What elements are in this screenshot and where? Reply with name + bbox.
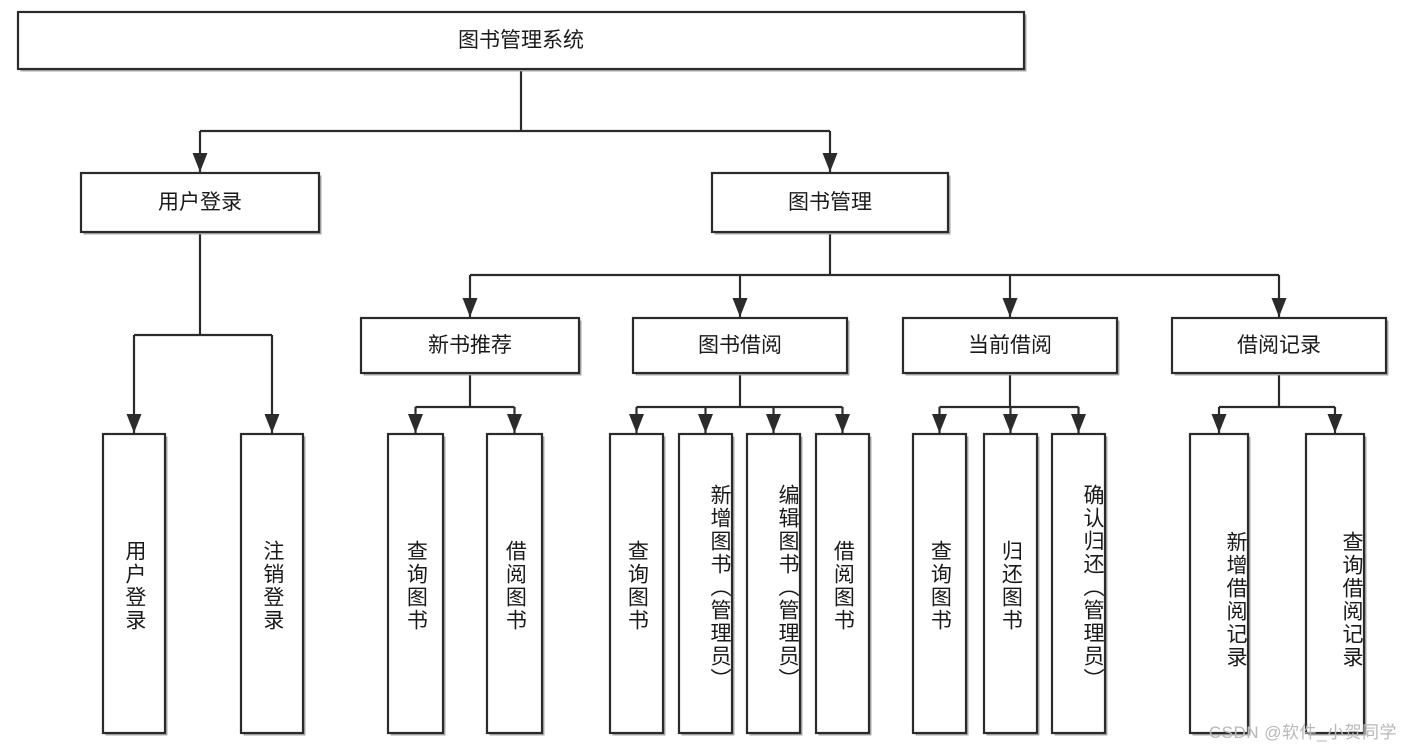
node-level3-2[interactable] [901, 316, 1120, 376]
arrow-head-icon [698, 414, 713, 433]
node-leaf-5[interactable] [677, 432, 735, 736]
node-level2-0[interactable] [79, 171, 322, 235]
node-leaf-2[interactable] [386, 432, 446, 736]
node-leaf-8[interactable] [911, 432, 969, 736]
connectors-layer [126, 71, 1343, 433]
arrow-head-icon [1003, 414, 1018, 433]
node-leaf-7[interactable] [814, 432, 872, 736]
arrow-head-icon [1271, 298, 1287, 317]
node-leaf-1[interactable] [239, 432, 306, 736]
arrow-head-icon [732, 298, 748, 317]
node-leaf-11[interactable] [1188, 432, 1251, 736]
arrow-head-icon [192, 153, 208, 172]
node-leaf-0[interactable] [101, 432, 168, 736]
node-level3-0[interactable] [359, 316, 582, 376]
node-level3-label-1: 图书借阅 [698, 334, 782, 357]
node-root-label: 图书管理系统 [458, 29, 584, 52]
csdn-watermark: CSDN @软件_小贺同学 [1208, 723, 1397, 742]
arrow-head-icon [629, 414, 644, 433]
arrow-head-icon [766, 414, 781, 433]
arrow-head-icon [822, 153, 838, 172]
node-leaf-6[interactable] [745, 432, 803, 736]
node-leaf-3[interactable] [485, 432, 545, 736]
arrow-head-icon [507, 414, 522, 433]
arrow-head-icon [462, 298, 478, 317]
node-level3-1[interactable] [631, 316, 850, 376]
node-level2-label-1: 图书管理 [788, 191, 872, 214]
node-level3-3[interactable] [1170, 316, 1389, 376]
arrow-head-icon [1071, 414, 1086, 433]
arrow-head-icon [1211, 414, 1227, 433]
arrow-head-icon [1327, 414, 1343, 433]
node-leaf-9[interactable] [982, 432, 1040, 736]
arrow-head-icon [126, 414, 142, 433]
arrow-head-icon [408, 414, 423, 433]
node-root[interactable] [16, 10, 1027, 72]
node-leaf-12[interactable] [1304, 432, 1367, 736]
node-level2-1[interactable] [710, 171, 951, 235]
node-leaf-4[interactable] [608, 432, 666, 736]
node-level2-label-0: 用户登录 [158, 191, 242, 214]
arrow-head-icon [1002, 298, 1018, 317]
arrow-head-icon [932, 414, 947, 433]
node-level3-label-0: 新书推荐 [428, 334, 512, 357]
node-level3-label-3: 借阅记录 [1237, 334, 1321, 357]
node-level3-label-2: 当前借阅 [968, 334, 1052, 357]
node-leaf-10[interactable] [1050, 432, 1108, 736]
arrow-head-icon [835, 414, 850, 433]
arrow-head-icon [264, 414, 280, 433]
